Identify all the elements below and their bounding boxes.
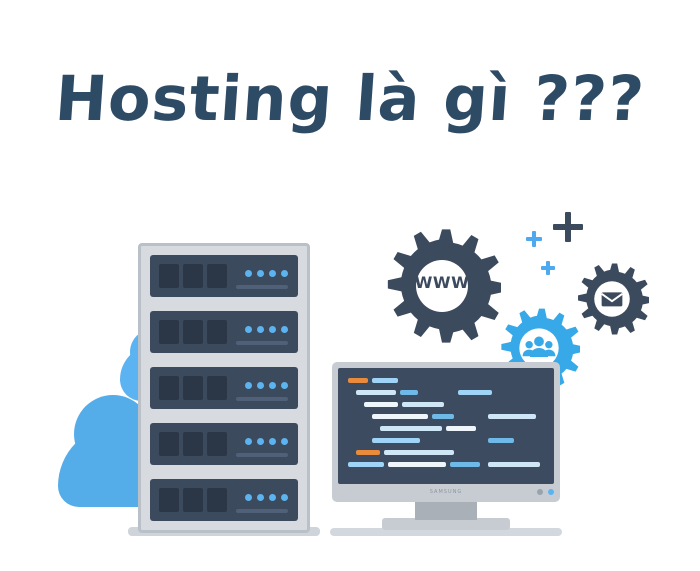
monitor-screen xyxy=(338,368,554,484)
code-line xyxy=(348,462,384,467)
drive-bay xyxy=(183,376,203,400)
drive-bay xyxy=(183,432,203,456)
monitor-stand xyxy=(415,502,477,520)
gear-mail-icon xyxy=(575,262,652,340)
code-line xyxy=(380,426,442,431)
rack-unit xyxy=(150,311,298,353)
drive-bay xyxy=(207,432,227,456)
desk-shadow xyxy=(330,528,562,536)
page-title: Hosting là gì ??? xyxy=(52,62,648,135)
status-leds xyxy=(245,326,288,333)
rack-unit xyxy=(150,479,298,521)
plus-large-icon xyxy=(553,212,583,242)
code-line xyxy=(372,378,398,383)
rack-strip xyxy=(236,397,288,401)
drive-bay xyxy=(207,488,227,512)
drive-bay xyxy=(183,320,203,344)
computer-monitor: SAMSUNG xyxy=(332,362,560,502)
rack-strip xyxy=(236,453,288,457)
drive-bay xyxy=(207,320,227,344)
envelope-icon xyxy=(601,292,623,307)
code-line xyxy=(400,390,418,395)
server-rack xyxy=(138,243,310,533)
gear-www-label: WWW xyxy=(414,273,470,292)
code-line xyxy=(488,438,514,443)
code-line xyxy=(432,414,454,419)
rack-strip xyxy=(236,285,288,289)
status-leds xyxy=(245,494,288,501)
monitor-indicator-dot xyxy=(537,489,543,495)
status-leds xyxy=(245,382,288,389)
monitor-base xyxy=(382,518,510,530)
rack-strip xyxy=(236,341,288,345)
status-leds xyxy=(245,270,288,277)
code-line xyxy=(356,390,396,395)
code-line xyxy=(384,450,454,455)
code-line xyxy=(348,378,368,383)
code-line xyxy=(388,462,446,467)
drive-bay xyxy=(159,488,179,512)
code-line xyxy=(446,426,476,431)
gear-www-icon: WWW xyxy=(383,227,505,349)
rack-unit xyxy=(150,255,298,297)
code-line xyxy=(356,450,380,455)
code-line xyxy=(372,414,428,419)
code-line xyxy=(372,438,420,443)
rack-unit xyxy=(150,367,298,409)
drive-bay xyxy=(183,488,203,512)
rack-unit xyxy=(150,423,298,465)
drive-bay xyxy=(159,264,179,288)
drive-bay xyxy=(207,376,227,400)
code-line xyxy=(488,414,536,419)
rack-strip xyxy=(236,509,288,513)
status-leds xyxy=(245,438,288,445)
code-line xyxy=(450,462,480,467)
monitor-brand-label: SAMSUNG xyxy=(429,489,463,495)
plus-medium-icon xyxy=(526,231,542,247)
drive-bay xyxy=(159,376,179,400)
drive-bay xyxy=(207,264,227,288)
code-line xyxy=(458,390,492,395)
monitor-power-led xyxy=(548,489,554,495)
monitor-bottom-bar: SAMSUNG xyxy=(338,486,554,498)
drive-bay xyxy=(159,320,179,344)
code-line xyxy=(364,402,398,407)
drive-bay xyxy=(183,264,203,288)
drive-bay xyxy=(159,432,179,456)
plus-small-icon xyxy=(541,261,555,275)
code-line xyxy=(488,462,540,467)
code-line xyxy=(402,402,444,407)
users-glyph xyxy=(522,336,556,358)
